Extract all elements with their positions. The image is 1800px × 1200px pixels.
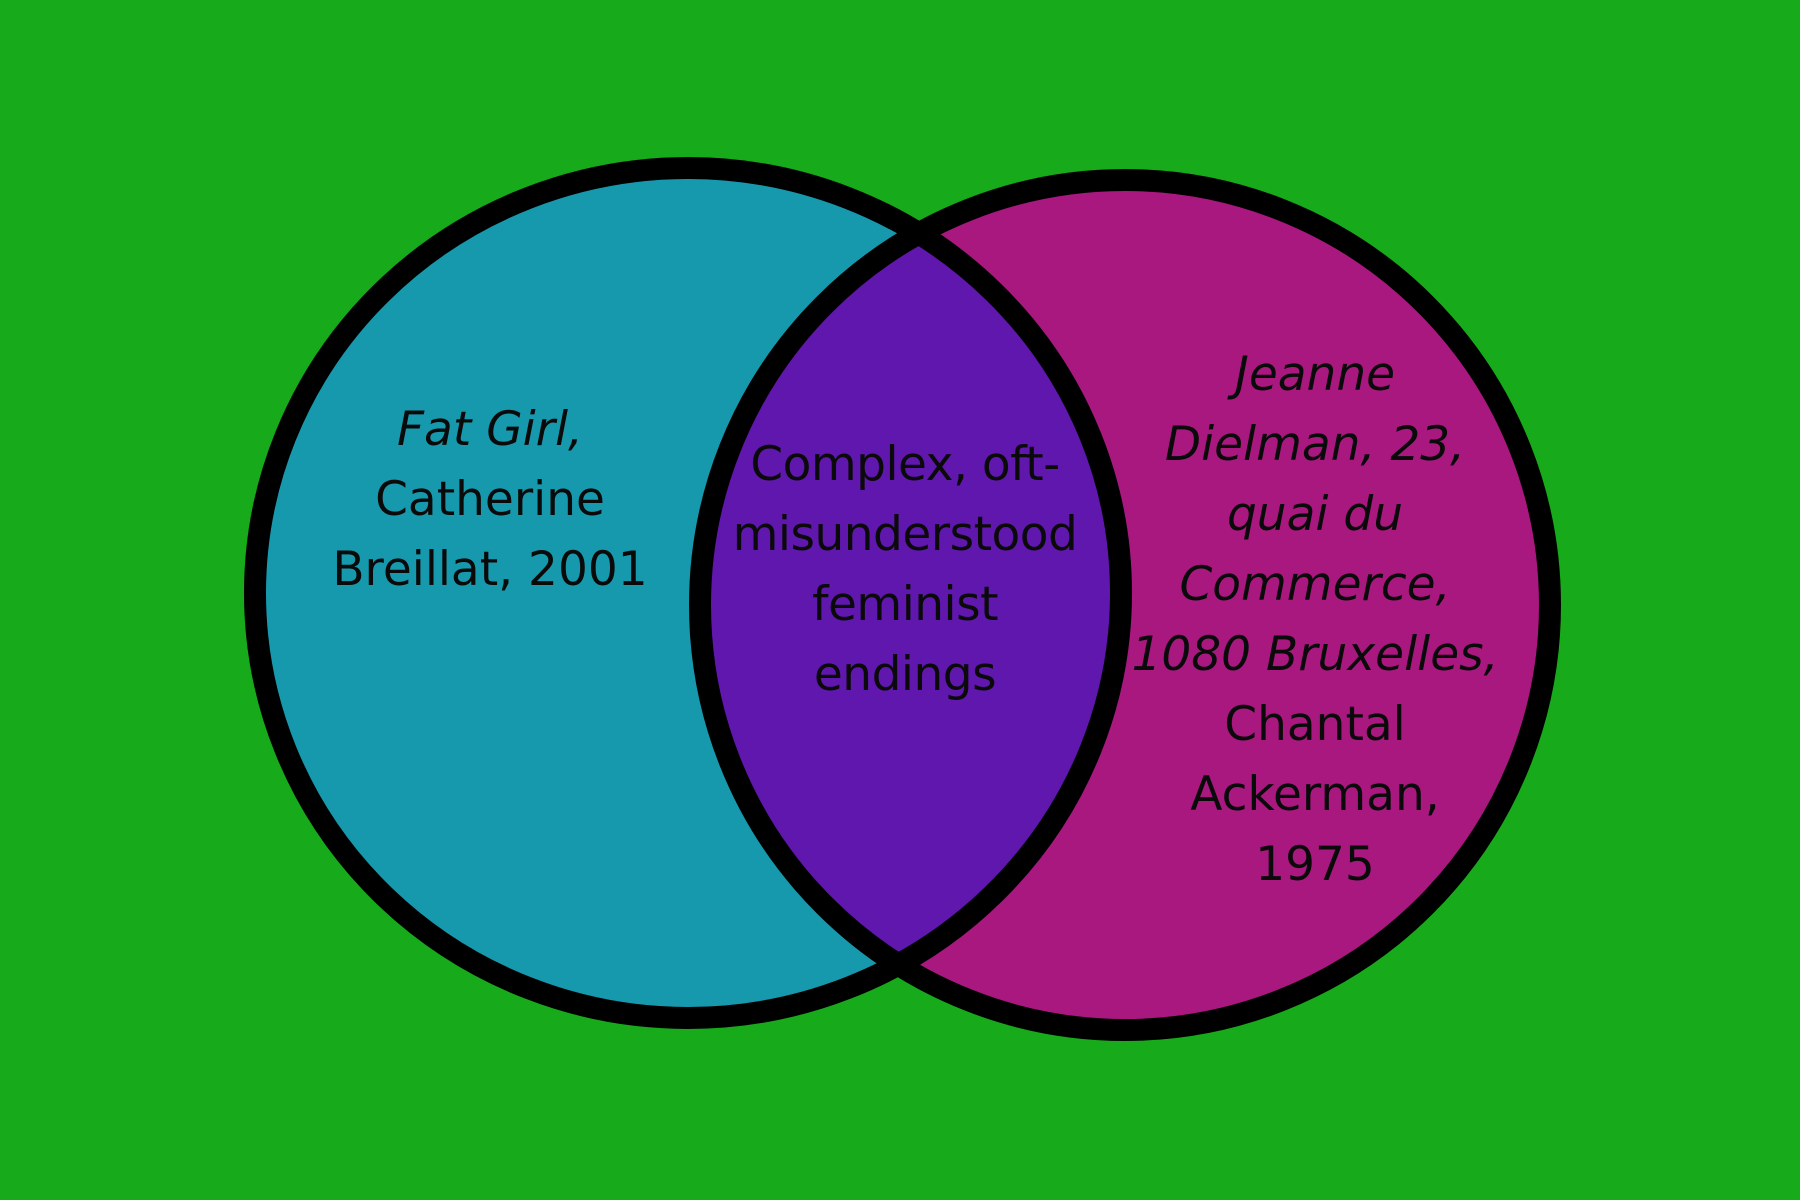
right-title-line-2: Dielman, 23, xyxy=(1164,417,1466,472)
left-line-1: Catherine xyxy=(375,472,605,527)
right-line-2: Ackerman, xyxy=(1190,767,1440,822)
right-line-1: Chantal xyxy=(1224,697,1406,752)
left-film-title: Fat Girl, xyxy=(396,402,583,457)
right-title-line-5: 1080 Bruxelles, xyxy=(1131,627,1499,682)
left-line-2: Breillat, 2001 xyxy=(332,542,648,597)
left-set-label: Fat Girl, Catherine Breillat, 2001 xyxy=(290,395,690,605)
overlap-line-3: feminist xyxy=(811,577,999,632)
overlap-line-1: Complex, oft- xyxy=(750,437,1060,492)
left-circle-outline xyxy=(244,157,1132,1029)
overlap-region xyxy=(700,180,1121,1018)
overlap-line-2: misunderstood xyxy=(732,507,1078,562)
right-set-label: Jeanne Dielman, 23, quai du Commerce, 10… xyxy=(1110,340,1520,900)
overlap-line-4: endings xyxy=(813,647,997,702)
right-circle-outline xyxy=(689,169,1561,1041)
right-title-line-4: Commerce, xyxy=(1179,557,1451,612)
right-line-3: 1975 xyxy=(1255,837,1375,892)
right-title-line-1: Jeanne xyxy=(1234,347,1396,402)
right-title-line-3: quai du xyxy=(1226,487,1404,542)
overlap-label: Complex, oft- misunderstood feminist end… xyxy=(700,430,1110,710)
